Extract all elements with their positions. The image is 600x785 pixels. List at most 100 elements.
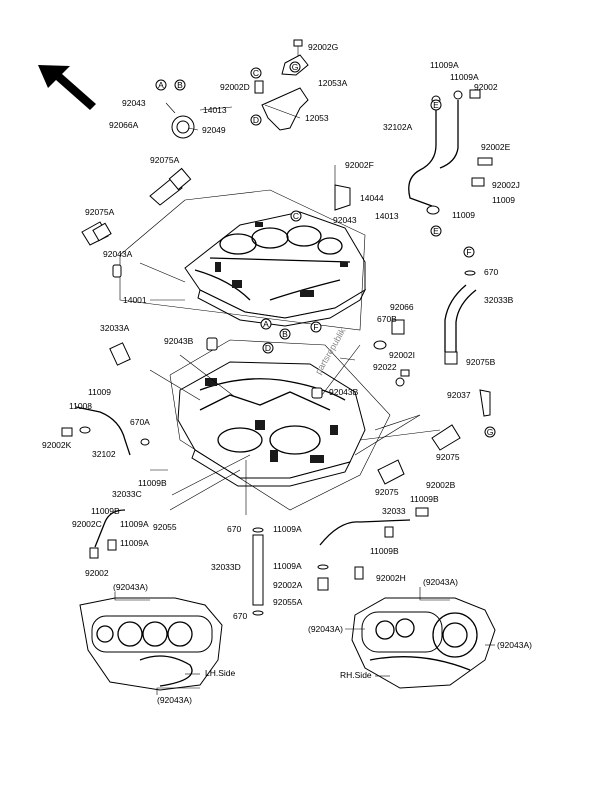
label-92022: 92022 (373, 362, 397, 372)
callout-f-2: F (313, 322, 318, 332)
label-92002C: 92002C (72, 519, 102, 529)
label-92075B: 92075B (466, 357, 496, 367)
label-11009A-t2: 11009A (450, 72, 479, 82)
label-92066: 92066 (390, 302, 414, 312)
label-92066A: 92066A (109, 120, 139, 130)
bracket-14044 (334, 165, 351, 211)
rh-side-cover (351, 597, 496, 689)
bolt-92002H (354, 566, 364, 580)
lower-crankcase (177, 361, 366, 487)
label-92043A-rr: (92043A) (497, 640, 532, 650)
label-92043-b: 92043 (333, 215, 357, 225)
label-92043A-lb: (92043A) (157, 695, 192, 705)
lh-side-cover (79, 597, 223, 691)
label-92043A: 92043A (103, 249, 133, 259)
plug-92075-center (377, 459, 405, 485)
label-92075A-a: 92075A (150, 155, 180, 165)
label-92037: 92037 (447, 390, 471, 400)
hose-32033B (444, 270, 477, 365)
label-92043-a: 92043 (122, 98, 146, 108)
callouts: A B C D C E E F A B F D G G (155, 61, 496, 438)
label-92049: 92049 (202, 125, 226, 135)
label-14044: 14044 (360, 193, 384, 203)
plug-92055A (317, 564, 329, 591)
label-11009-l: 11009 (88, 387, 111, 397)
label-11009B-a: 11009B (138, 478, 167, 488)
plug-92075A-b (81, 221, 112, 246)
label-670B: 670B (377, 314, 397, 324)
oil-pipe-32033C (89, 509, 126, 559)
breather-plate (261, 39, 309, 131)
callout-b: B (177, 80, 183, 90)
label-11009B-d: 11009B (370, 546, 399, 556)
label-11009B-b: 11009B (410, 494, 439, 504)
leader-lines (139, 102, 441, 515)
watermark: partsrepublik (313, 326, 348, 376)
label-92002-l: 92002 (85, 568, 109, 578)
callout-b-2: B (282, 329, 288, 339)
label-32102A: 32102A (383, 122, 413, 132)
label-14013-a: 14013 (203, 105, 227, 115)
label-14001: 14001 (123, 295, 147, 305)
label-11009A-c: 11009A (273, 524, 302, 534)
label-32033C: 32033C (112, 489, 142, 499)
part-labels: 92002G 92002D 12053A 92043 14013 92066A … (42, 42, 532, 705)
plug-92075-right (431, 424, 461, 451)
bolt-12053 (254, 80, 264, 94)
label-92002J: 92002J (492, 180, 520, 190)
label-92002G: 92002G (308, 42, 338, 52)
oil-pipe-32102A (408, 89, 493, 215)
label-670-c: 670 (227, 524, 241, 534)
label-670-r: 670 (484, 267, 498, 277)
label-92075A-b: 92075A (85, 207, 115, 217)
callout-f: F (466, 247, 471, 257)
hose-32033D (252, 527, 264, 616)
callout-g-2: G (292, 62, 299, 72)
label-670A: 670A (130, 417, 150, 427)
assembly-frame (119, 189, 391, 511)
callout-d: D (253, 115, 259, 125)
dowel-92043A (112, 264, 122, 278)
label-92002D: 92002D (220, 82, 250, 92)
label-32033: 32033 (382, 506, 406, 516)
label-92043A-rl: (92043A) (308, 624, 343, 634)
bolt-92022 (395, 369, 410, 387)
label-92075-r: 92075 (436, 452, 460, 462)
label-92055A: 92055A (273, 597, 303, 607)
label-92043B-a: 92043B (164, 336, 194, 346)
label-92043A-lt: (92043A) (113, 582, 148, 592)
label-92002F: 92002F (345, 160, 374, 170)
label-lh-side: LH.Side (205, 668, 236, 678)
label-92043B-b: 92043B (329, 387, 359, 397)
label-32033D: 32033D (211, 562, 241, 572)
label-92002I: 92002I (389, 350, 415, 360)
callout-c: C (253, 68, 259, 78)
label-92002-t: 92002 (474, 82, 498, 92)
label-11009-r1: 11009 (492, 195, 515, 205)
label-92055: 92055 (153, 522, 177, 532)
oil-pipe-32102 (61, 406, 150, 456)
label-14013-b: 14013 (375, 211, 399, 221)
label-11009-r2: 11009 (452, 210, 475, 220)
label-11009A-t1: 11009A (430, 60, 459, 70)
callout-c-2: C (293, 211, 299, 221)
label-32033B: 32033B (484, 295, 514, 305)
label-32033A: 32033A (100, 323, 130, 333)
plug-92075A (149, 167, 192, 206)
label-32102: 32102 (92, 449, 116, 459)
label-12053: 12053 (305, 113, 329, 123)
label-11008: 11008 (69, 401, 92, 411)
callout-a: A (158, 80, 164, 90)
label-92002H: 92002H (376, 573, 406, 583)
hose-32033A (109, 342, 131, 366)
front-arrow-icon (38, 65, 96, 110)
callout-a-2: A (263, 319, 269, 329)
label-92075-c: 92075 (375, 487, 399, 497)
callout-g: G (487, 427, 494, 437)
plug-670B (373, 319, 405, 350)
label-11009A-l2: 11009A (120, 538, 149, 548)
callout-e-2: E (433, 226, 439, 236)
side-leaders (114, 587, 495, 695)
